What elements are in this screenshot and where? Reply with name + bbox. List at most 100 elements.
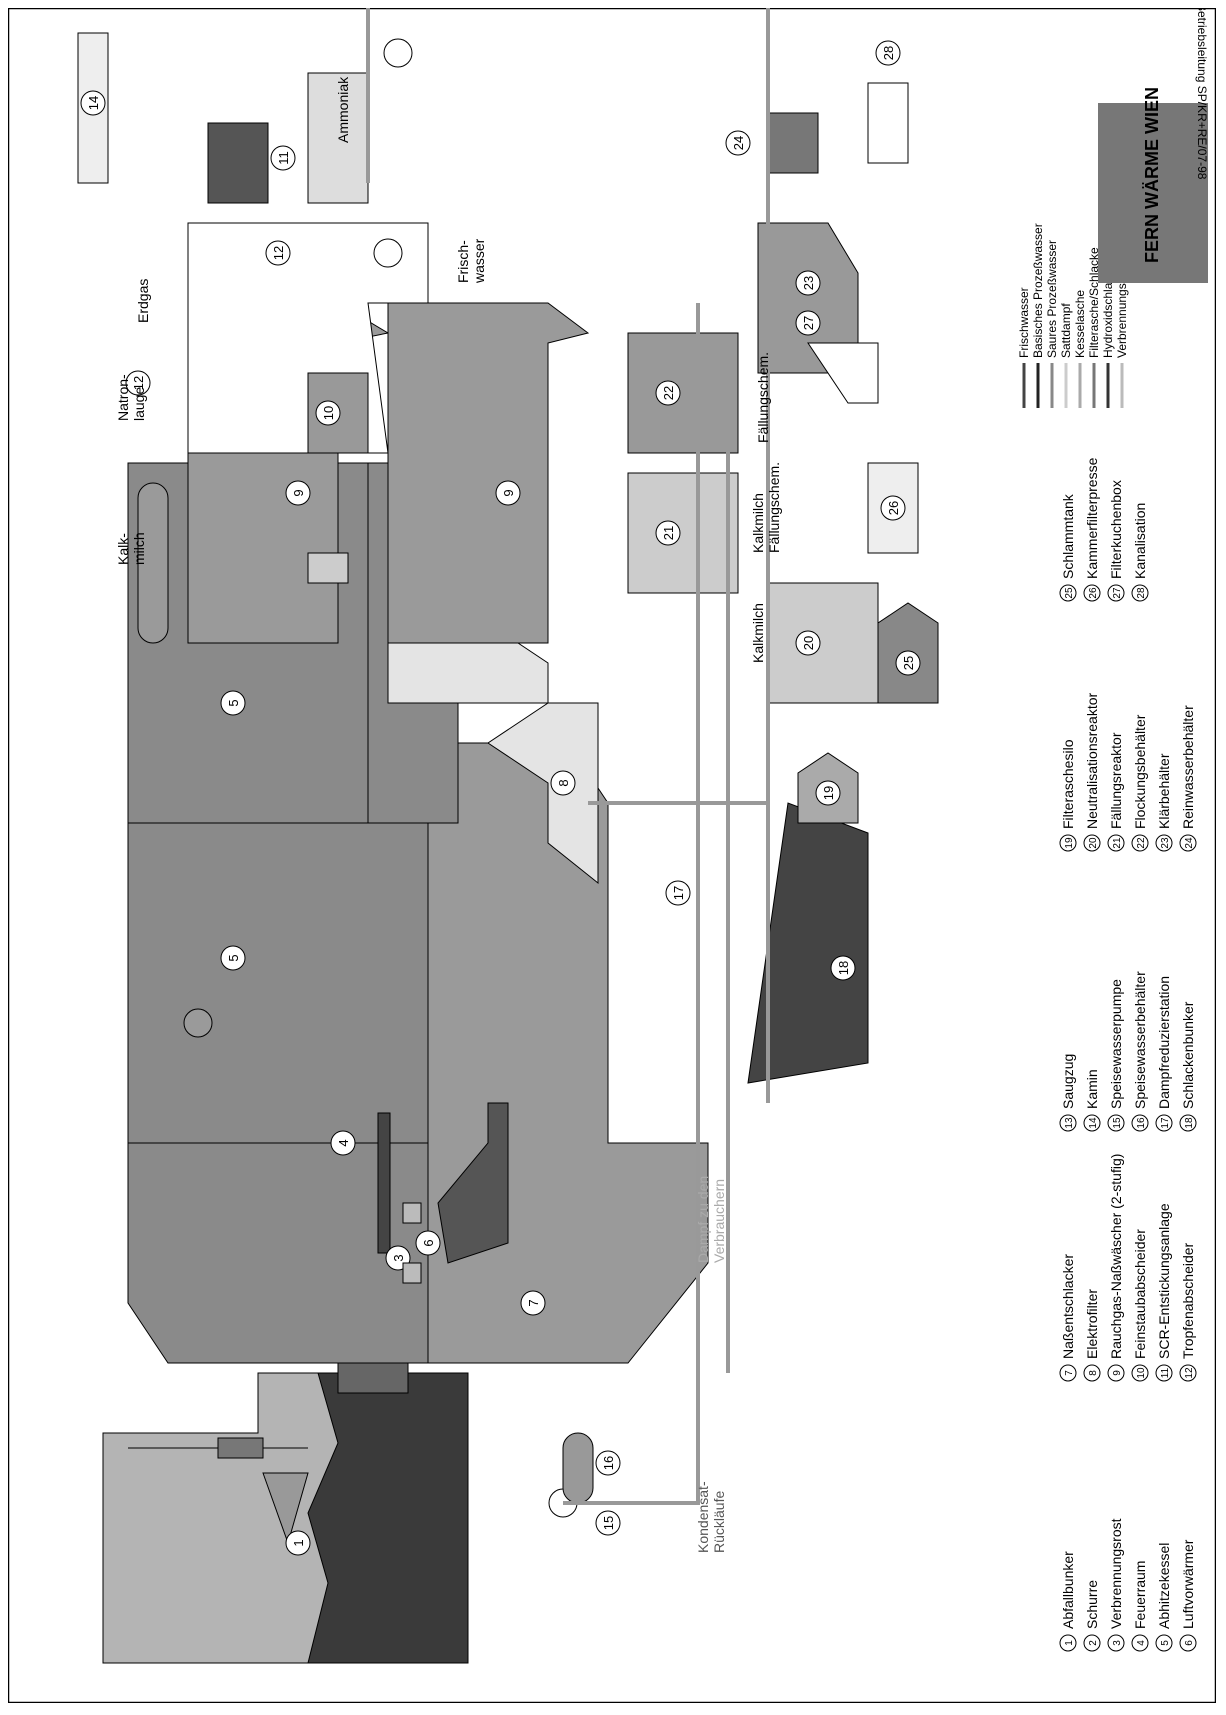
svg-text:23: 23 (801, 276, 816, 290)
legend-number: 13 (1064, 1117, 1075, 1129)
svg-text:14: 14 (86, 96, 101, 110)
process-flow-diagram: 1 2 4 5 5 (8, 8, 1216, 1703)
legend-label: SCR-Entstickungsanlage (1156, 1203, 1172, 1359)
svg-text:18: 18 (836, 961, 851, 975)
legend-label: Feinstaubabscheider (1132, 1229, 1148, 1359)
dampfreduzierstation: 17 (666, 881, 690, 905)
line-legend-label: Sattdampf (1059, 303, 1073, 358)
legend-number: 26 (1088, 587, 1099, 599)
legend-number: 4 (1136, 1640, 1147, 1646)
svg-text:4: 4 (336, 1139, 351, 1146)
svg-text:FERN WÄRME WIEN: FERN WÄRME WIEN (1142, 87, 1162, 263)
svg-text:28: 28 (881, 46, 896, 60)
legend-number: 22 (1136, 837, 1147, 849)
legend-number: 20 (1088, 837, 1099, 849)
legend-number: 5 (1160, 1640, 1171, 1646)
line-legend-label: Basisches Prozeßwasser (1031, 223, 1045, 358)
svg-text:6: 6 (421, 1239, 436, 1246)
svg-text:26: 26 (886, 501, 901, 515)
legend-label: Kammerfilterpresse (1084, 457, 1100, 579)
legend-label: Luftvorwärmer (1180, 1539, 1196, 1629)
legend-number: 21 (1112, 837, 1123, 849)
faellungschem-label: Fällungschem. (755, 352, 771, 443)
legend-number: 28 (1136, 587, 1147, 599)
legend-label: Dampfreduzierstation (1156, 976, 1172, 1109)
legend-label: Klärbehälter (1156, 753, 1172, 829)
legend-label: Abhitzekessel (1156, 1543, 1172, 1629)
legend-label: Kamin (1084, 1069, 1100, 1109)
schlammtank: 25 (878, 603, 938, 703)
svg-text:3: 3 (391, 1254, 406, 1261)
line-legend-label: Frischwasser (1017, 287, 1031, 358)
legend-label: Abfallbunker (1060, 1551, 1076, 1629)
legend-label: Schlammtank (1060, 493, 1076, 579)
kamin: 14 (78, 33, 108, 183)
dampf-label: Dampf zu denVerbrauchern (695, 1176, 727, 1263)
svg-text:10: 10 (321, 406, 336, 420)
frischwasser-label: Frisch-wasser (455, 238, 487, 284)
legend-number: 23 (1160, 837, 1171, 849)
legend-label: Speisewasserbehälter (1132, 971, 1148, 1109)
svg-text:19: 19 (821, 786, 836, 800)
legend-number: 16 (1136, 1117, 1147, 1129)
legend-label: Neutralisationsreaktor (1084, 692, 1100, 829)
legend-number: 2 (1088, 1640, 1099, 1646)
svg-text:1: 1 (291, 1539, 306, 1546)
flockungsbehaelter: 22 (628, 333, 738, 453)
svg-text:24: 24 (731, 136, 746, 150)
legend-label: Schurre (1084, 1580, 1100, 1629)
legend-number: 11 (1160, 1367, 1171, 1378)
svg-text:8: 8 (556, 779, 571, 786)
kammerfilterpresse: 26 (868, 463, 918, 553)
ammoniak-label: Ammoniak (335, 76, 351, 143)
legend-number: 27 (1112, 587, 1123, 599)
legend-label: Kanalisation (1132, 503, 1148, 579)
legend-label: Saugzug (1060, 1054, 1076, 1109)
faellungsreaktor: 21 (628, 473, 738, 593)
fernwaerme-logo: FERN WÄRME WIEN (1098, 87, 1208, 283)
legend-number: 12 (1184, 1367, 1195, 1379)
kondensat-label: Kondensat-Rückläufe (695, 1481, 727, 1553)
legend-number: 9 (1112, 1370, 1123, 1376)
legend-number: 1 (1064, 1640, 1075, 1646)
legend-label: Flockungsbehälter (1132, 714, 1148, 829)
legend-number: 8 (1088, 1370, 1099, 1376)
svg-text:5: 5 (226, 699, 241, 706)
kalkmilch-low-label: Kalkmilch (750, 603, 766, 663)
legend-number: 10 (1136, 1367, 1147, 1379)
legend-number: 19 (1064, 837, 1075, 849)
legend-label: Feuerraum (1132, 1561, 1148, 1629)
legend-label: Fällungsreaktor (1108, 732, 1124, 829)
kalkmilch-label: Kalk-milch (115, 532, 147, 565)
svg-text:16: 16 (601, 1456, 616, 1470)
svg-text:11: 11 (276, 151, 291, 165)
svg-text:22: 22 (661, 386, 676, 400)
svg-text:5: 5 (226, 954, 241, 961)
legend-label: Rauchgas-Naßwäscher (2-stufig) (1108, 1154, 1124, 1359)
legend-number: 17 (1160, 1117, 1171, 1129)
legend-number: 14 (1088, 1117, 1099, 1129)
credit-line: Betriebsleitung SP/KR+RE/07-98 (1195, 8, 1209, 180)
legend-number: 3 (1112, 1640, 1123, 1646)
legend-number: 24 (1184, 837, 1195, 849)
svg-text:27: 27 (801, 316, 816, 330)
svg-text:21: 21 (661, 526, 676, 540)
legend-number: 18 (1184, 1117, 1195, 1129)
legend-label: Reinwasserbehälter (1180, 705, 1196, 829)
svg-text:25: 25 (901, 656, 916, 670)
legend-label: Schlackenbunker (1180, 1001, 1196, 1109)
svg-text:7: 7 (526, 1299, 541, 1306)
svg-text:15: 15 (601, 1516, 616, 1530)
legend-label: Verbrennungsrost (1108, 1518, 1124, 1629)
erdgas-label: Erdgas (135, 279, 151, 323)
legend-number: 6 (1184, 1640, 1195, 1646)
svg-text:17: 17 (671, 886, 686, 900)
svg-text:9: 9 (291, 489, 306, 496)
svg-text:20: 20 (801, 636, 816, 650)
legend-label: Filteraschesilo (1060, 739, 1076, 829)
svg-text:9: 9 (501, 489, 516, 496)
line-legend-label: Saures Prozeßwasser (1045, 240, 1059, 358)
legend-number: 25 (1064, 587, 1075, 599)
legend-label: Filterkuchenbox (1108, 480, 1124, 579)
neutralisationsreaktor: 20 (768, 583, 878, 703)
